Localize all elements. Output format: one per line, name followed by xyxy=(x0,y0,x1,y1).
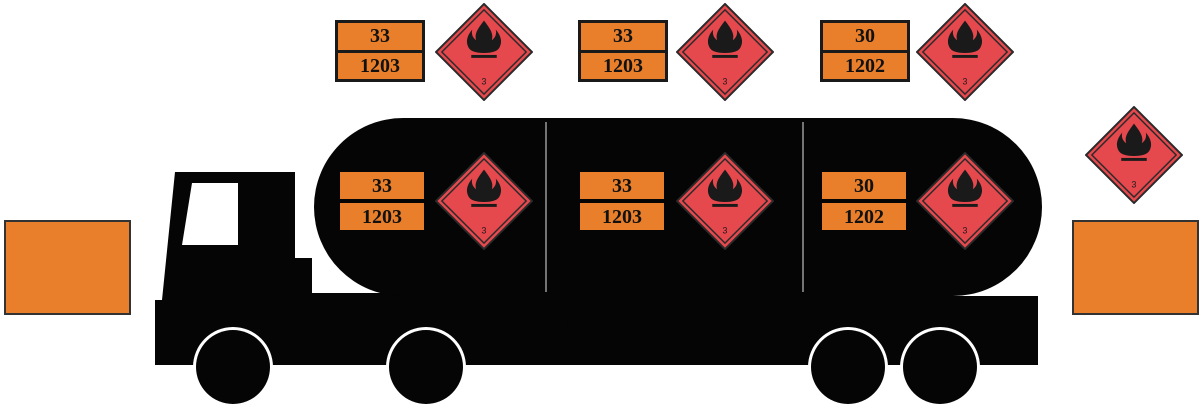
hazard-class-number: 3 xyxy=(723,225,728,235)
un-number: 1203 xyxy=(360,54,400,77)
rear-blank-plate xyxy=(1072,220,1199,315)
un-number: 1203 xyxy=(580,203,664,230)
front-blank-plate xyxy=(4,220,131,315)
flame-icon: 3 xyxy=(916,3,1014,101)
un-number: 1202 xyxy=(845,54,885,77)
wheel-rear-2 xyxy=(900,327,980,407)
wheel-front-2 xyxy=(386,327,466,407)
tank-placard-3: 30 1202 xyxy=(822,172,906,230)
hazard-class-number: 3 xyxy=(482,76,487,86)
hazard-id-number: 33 xyxy=(581,23,665,53)
cab-window xyxy=(182,183,238,245)
top-placard-2: 33 1203 xyxy=(578,20,668,82)
un-number: 1203 xyxy=(340,203,424,230)
trailer-frame xyxy=(500,293,1038,365)
top-placard-3: 30 1202 xyxy=(820,20,910,82)
hazard-class-number: 3 xyxy=(1132,179,1137,189)
hazard-id-number: 33 xyxy=(338,23,422,53)
wheel-rear-1 xyxy=(808,327,888,407)
un-number: 1202 xyxy=(822,203,906,230)
hazard-id-number: 30 xyxy=(823,23,907,53)
trailer-slope xyxy=(490,305,570,340)
hazard-class-number: 3 xyxy=(963,225,968,235)
flame-icon: 3 xyxy=(676,152,774,250)
wheel-front-1 xyxy=(193,327,273,407)
tank-placard-2: 33 1203 xyxy=(580,172,664,230)
flame-icon: 3 xyxy=(676,3,774,101)
flame-icon: 3 xyxy=(1085,106,1183,204)
flame-icon: 3 xyxy=(435,152,533,250)
flame-icon: 3 xyxy=(916,152,1014,250)
hazard-id-number: 33 xyxy=(580,172,664,199)
hazard-class-number: 3 xyxy=(963,76,968,86)
truck-chassis xyxy=(155,172,505,365)
hazard-id-number: 33 xyxy=(340,172,424,199)
tank-placard-1: 33 1203 xyxy=(340,172,424,230)
hazard-class-number: 3 xyxy=(482,225,487,235)
tank-body xyxy=(314,118,1042,296)
flame-icon: 3 xyxy=(435,3,533,101)
un-number: 1203 xyxy=(603,54,643,77)
hazard-class-number: 3 xyxy=(723,76,728,86)
hazard-id-number: 30 xyxy=(822,172,906,199)
top-placard-1: 33 1203 xyxy=(335,20,425,82)
